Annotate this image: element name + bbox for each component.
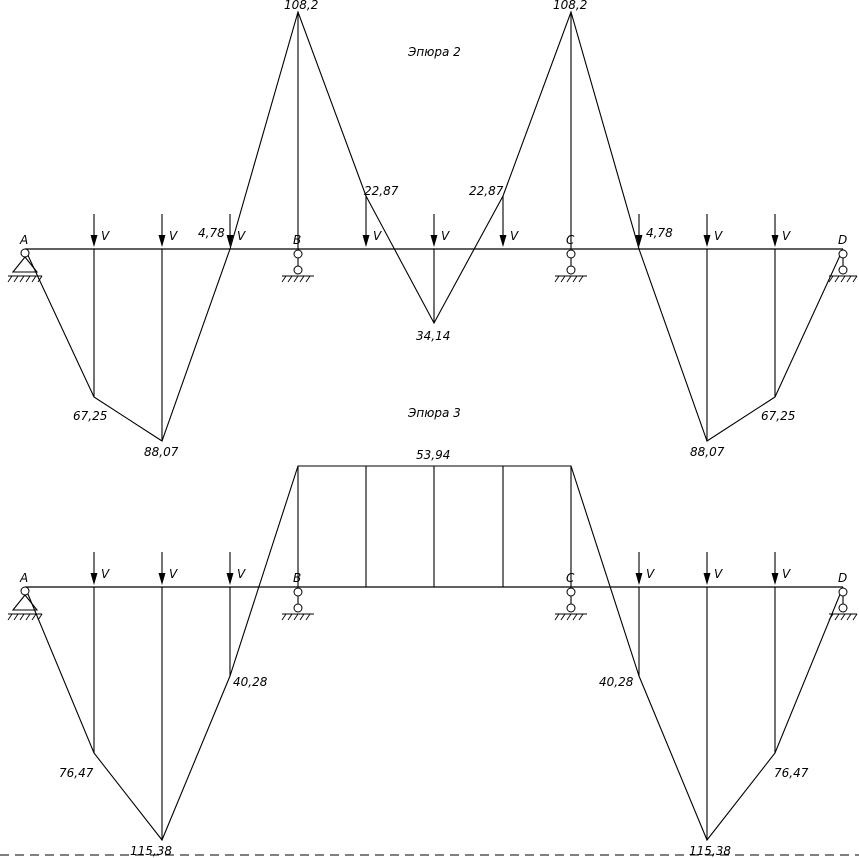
load-arrow: V: [158, 214, 178, 247]
value-label: 115,38: [689, 844, 731, 858]
value-label: 108,2: [284, 0, 318, 12]
support-label: D: [838, 233, 847, 247]
support-label: D: [838, 571, 847, 585]
load-arrow: V: [703, 552, 723, 585]
support-label: B: [293, 233, 301, 247]
diagram-3: Эпюра 3 V V V: [7, 406, 858, 858]
diagram-3-title: Эпюра 3: [407, 406, 461, 420]
load-arrow: V: [362, 196, 382, 247]
support-label: A: [19, 571, 28, 585]
load-arrow: V: [703, 214, 723, 247]
value-label: 22,87: [469, 184, 504, 198]
load-arrow: V: [158, 552, 178, 585]
load-label: V: [373, 229, 382, 243]
value-label: 53,94: [416, 448, 450, 462]
load-label: V: [714, 567, 723, 581]
load-arrow: V: [635, 552, 655, 585]
diagram-2-supports: A B C: [7, 233, 858, 283]
value-label: 40,28: [599, 675, 634, 689]
support-b-roller: B: [281, 233, 314, 283]
value-label: 4,78: [646, 226, 673, 240]
load-arrow: V: [771, 214, 791, 247]
value-label: 115,38: [130, 844, 172, 858]
load-arrow: V: [226, 214, 246, 247]
value-label: 34,14: [416, 329, 450, 343]
value-label: 67,25: [73, 409, 107, 423]
load-label: V: [237, 229, 246, 243]
load-label: V: [510, 229, 519, 243]
load-arrow: V: [499, 196, 519, 247]
load-label: V: [101, 229, 110, 243]
load-arrow: V: [90, 552, 110, 585]
support-label: B: [293, 571, 301, 585]
value-label: 108,2: [553, 0, 587, 12]
support-c-roller: C: [554, 233, 587, 283]
support-label: C: [566, 233, 575, 247]
value-label: 88,07: [144, 445, 179, 459]
load-label: V: [782, 567, 791, 581]
load-label: V: [714, 229, 723, 243]
load-arrow: V: [90, 214, 110, 247]
load-arrow: V: [771, 552, 791, 585]
support-d-roller: D: [828, 233, 858, 283]
load-label: V: [782, 229, 791, 243]
load-arrow: [635, 214, 643, 247]
diagram-3-supports: A B C: [7, 571, 858, 621]
load-label: V: [101, 567, 110, 581]
diagram-2-values: 108,2 108,2 4,78 4,78 22,87 22,87 34,14 …: [73, 0, 795, 459]
value-label: 76,47: [774, 766, 809, 780]
load-label: V: [169, 567, 178, 581]
diagram-2-title: Эпюра 2: [407, 45, 461, 59]
load-label: V: [646, 567, 655, 581]
load-label: V: [441, 229, 450, 243]
support-b-roller: B: [281, 571, 314, 621]
value-label: 40,28: [233, 675, 268, 689]
load-arrow: V: [226, 552, 246, 585]
support-label: A: [19, 233, 28, 247]
value-label: 4,78: [198, 226, 225, 240]
load-arrow: V: [430, 214, 450, 247]
value-label: 76,47: [59, 766, 94, 780]
load-label: V: [169, 229, 178, 243]
value-label: 22,87: [364, 184, 399, 198]
support-a-pinned: A: [7, 571, 43, 621]
support-a-pinned: A: [7, 233, 43, 283]
support-label: C: [566, 571, 575, 585]
support-c-roller: C: [554, 571, 587, 621]
support-d-roller: D: [828, 571, 858, 621]
load-label: V: [237, 567, 246, 581]
diagram-2-loads: V V V V V V: [90, 196, 791, 247]
value-label: 88,07: [690, 445, 725, 459]
diagram-2: Эпюра 2 V V V V: [7, 0, 858, 459]
value-label: 67,25: [761, 409, 795, 423]
diagram-3-loads: V V V V V V: [90, 552, 791, 585]
